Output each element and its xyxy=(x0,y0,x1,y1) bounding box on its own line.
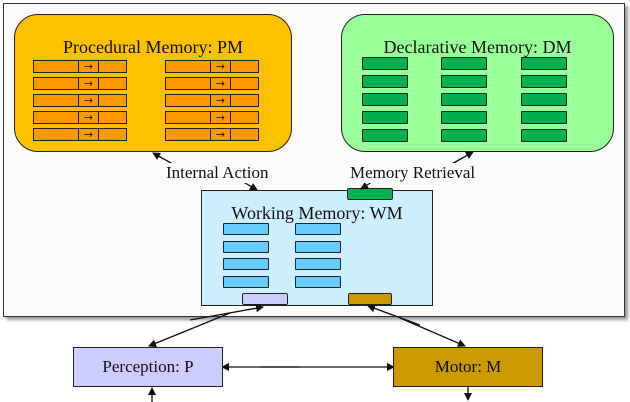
rule-condition xyxy=(34,112,79,123)
rule-condition xyxy=(166,61,211,72)
declarative-chunk xyxy=(362,93,408,106)
declarative-chunk xyxy=(521,75,567,88)
production-rule: → xyxy=(165,111,259,124)
rule-action xyxy=(99,95,126,106)
rule-action xyxy=(99,61,126,72)
rule-arrow-icon: → xyxy=(79,129,99,140)
rule-condition xyxy=(166,78,211,89)
working-memory-chunk xyxy=(223,258,269,270)
production-rule: → xyxy=(33,60,127,73)
production-rule: → xyxy=(33,94,127,107)
working-memory-chunk xyxy=(223,240,269,253)
rule-arrow-icon: → xyxy=(79,78,99,89)
rule-arrow-icon: → xyxy=(79,61,99,72)
declarative-chunk xyxy=(362,129,408,142)
declarative-chunk xyxy=(441,111,487,124)
rule-condition xyxy=(34,129,79,140)
declarative-chunk xyxy=(441,93,487,106)
working-memory-chunk xyxy=(223,223,269,235)
rule-arrow-icon: → xyxy=(211,129,231,140)
motor-buffer xyxy=(348,293,392,305)
working-memory-box: Working Memory: WM xyxy=(201,188,433,306)
rule-action xyxy=(231,61,258,72)
declarative-chunk xyxy=(362,75,408,88)
rule-condition xyxy=(166,95,211,106)
declarative-chunk xyxy=(521,57,567,70)
production-rule: → xyxy=(33,111,127,124)
perceptual-buffer xyxy=(242,293,288,305)
declarative-chunk xyxy=(521,129,567,142)
declarative-chunk xyxy=(521,93,567,106)
retrieval-buffer xyxy=(347,188,393,200)
perception-label: Perception: P xyxy=(102,357,194,376)
production-rule: → xyxy=(165,94,259,107)
production-rule: → xyxy=(165,60,259,73)
rule-action xyxy=(231,112,258,123)
rule-arrow-icon: → xyxy=(79,95,99,106)
rule-arrow-icon: → xyxy=(79,112,99,123)
declarative-memory-box: Declarative Memory: DM xyxy=(341,14,614,152)
declarative-chunk xyxy=(441,57,487,70)
rule-arrow-icon: → xyxy=(211,112,231,123)
rule-action xyxy=(99,112,126,123)
rule-arrow-icon: → xyxy=(211,78,231,89)
rule-condition xyxy=(166,112,211,123)
procedural-memory-title: Procedural Memory: PM xyxy=(63,37,243,57)
working-memory-chunk xyxy=(223,275,269,288)
motor-module: Motor: M xyxy=(393,347,543,387)
production-rule: → xyxy=(165,128,259,141)
declarative-chunk xyxy=(362,57,408,70)
wm-perception-arrow-down xyxy=(148,312,231,348)
internal-action-label: Internal Action xyxy=(164,163,271,183)
rule-condition xyxy=(34,61,79,72)
rule-condition xyxy=(34,78,79,89)
declarative-chunk xyxy=(362,111,408,124)
rule-condition xyxy=(166,129,211,140)
working-memory-chunk xyxy=(295,275,341,288)
rule-action xyxy=(231,95,258,106)
production-rule: → xyxy=(165,77,259,90)
rule-action xyxy=(99,78,126,89)
declarative-memory-title: Declarative Memory: DM xyxy=(383,37,572,57)
working-memory-chunk xyxy=(295,223,341,235)
rule-arrow-icon: → xyxy=(211,95,231,106)
rule-arrow-icon: → xyxy=(211,61,231,72)
working-memory-chunk xyxy=(295,240,341,253)
rule-action xyxy=(231,129,258,140)
rule-action xyxy=(231,78,258,89)
rule-action xyxy=(99,129,126,140)
rule-condition xyxy=(34,95,79,106)
working-memory-title: Working Memory: WM xyxy=(231,203,403,223)
declarative-chunk xyxy=(441,75,487,88)
wm-motor-arrow-down xyxy=(399,317,466,347)
working-memory-chunk xyxy=(295,258,341,270)
production-rule: → xyxy=(33,77,127,90)
motor-label: Motor: M xyxy=(434,357,502,376)
procedural-memory-box: Procedural Memory: PM → → → → → → → → → → xyxy=(14,14,292,152)
memory-retrieval-label: Memory Retrieval xyxy=(348,163,478,183)
declarative-chunk xyxy=(521,111,567,124)
perception-module: Perception: P xyxy=(73,347,223,387)
declarative-chunk xyxy=(441,129,487,142)
production-rule: → xyxy=(33,128,127,141)
